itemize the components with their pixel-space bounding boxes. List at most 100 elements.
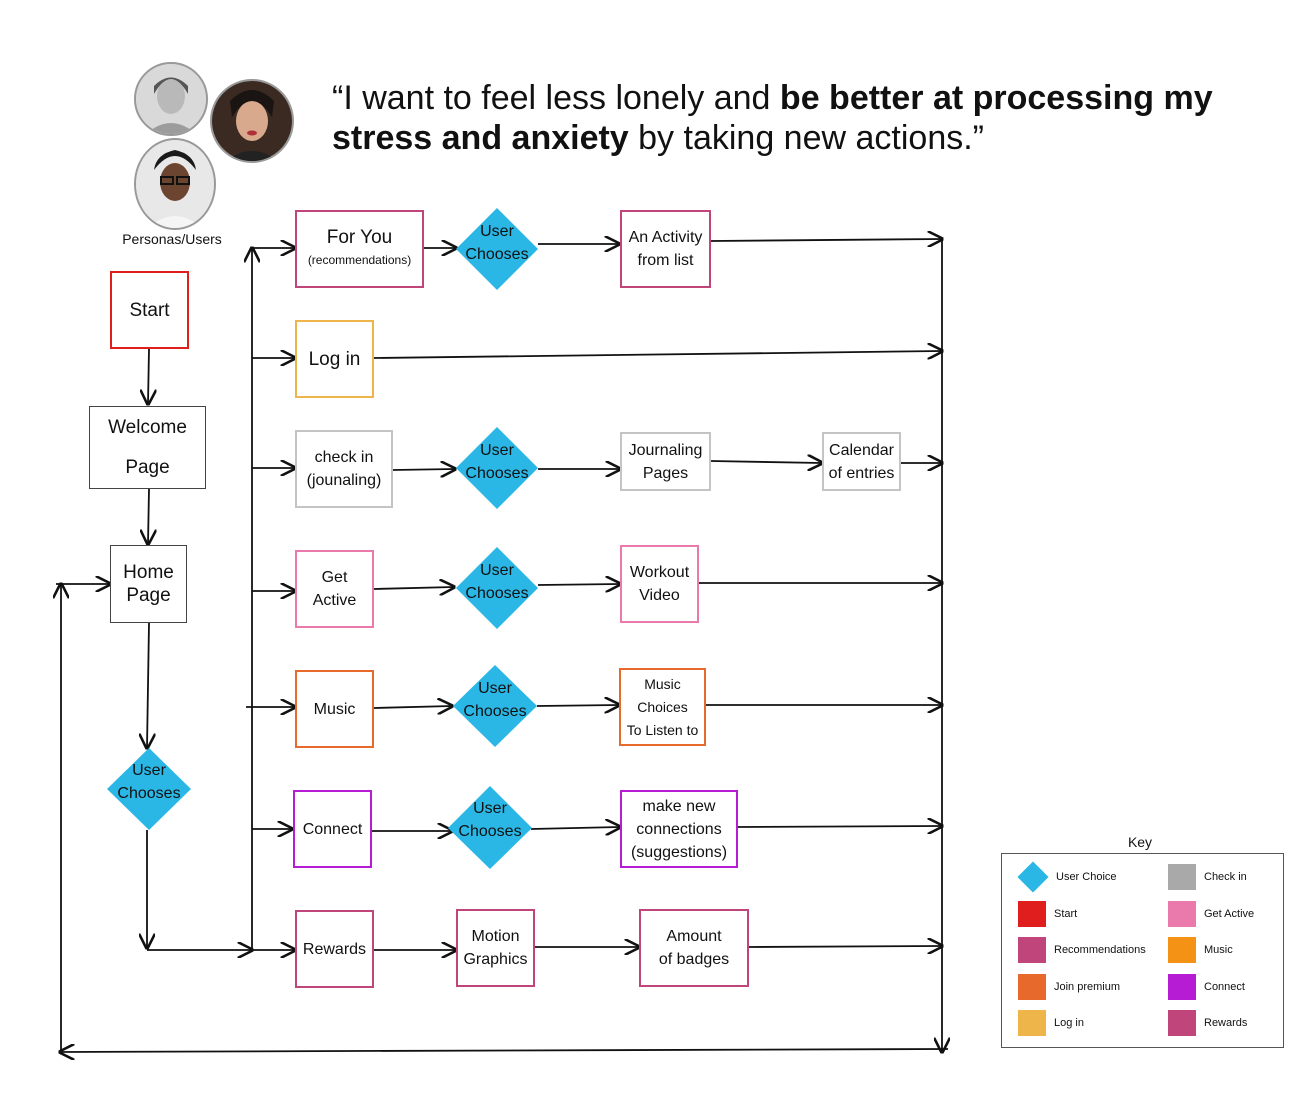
chooses-label: Chooses: [465, 246, 529, 263]
persona-avatar-3: [134, 138, 216, 230]
get-active-user-chooses-label: User Chooses: [447, 559, 547, 605]
decision-diamond-get-active: [456, 547, 538, 629]
legend-item-music: Music: [1168, 937, 1233, 963]
for-you-user-chooses-label: User Chooses: [447, 220, 547, 266]
badges-label-1: Amount: [666, 928, 722, 945]
chooses-label: Chooses: [458, 823, 522, 840]
legend-swatch: [1168, 900, 1196, 927]
journaling-label-1: Journaling: [628, 441, 703, 459]
user-label: User: [473, 800, 507, 817]
home-label-2: Page: [126, 585, 171, 606]
decision-diamond-connect: [448, 786, 532, 869]
legend-swatch: [1168, 973, 1196, 1000]
quote-open: “I want to feel less lonely and: [332, 79, 780, 117]
checkin-label-2: (jounaling): [306, 472, 382, 489]
quote-text: “I want to feel less lonely and be bette…: [332, 78, 1232, 158]
home-page-node: Home Page: [110, 545, 187, 623]
welcome-label-1: Welcome: [108, 416, 187, 438]
legend-label: Log in: [1054, 1017, 1084, 1029]
journaling-node: Journaling Pages: [620, 432, 711, 491]
legend-item-recommendations: Recommendations: [1018, 937, 1146, 963]
decision-diamond-checkin: [456, 427, 538, 509]
workout-node: Workout Video: [620, 545, 699, 623]
workout-label-1: Workout: [629, 564, 690, 581]
get-active-label-1: Get: [321, 569, 348, 586]
journaling-label-2: Pages: [642, 464, 689, 482]
user-label: User: [478, 680, 512, 697]
music-user-chooses-label: User Chooses: [445, 677, 545, 723]
legend-item-get-active: Get Active: [1168, 900, 1254, 927]
decision-diamond-home: [107, 748, 191, 830]
calendar-label-1: Calendar: [829, 441, 894, 459]
legend-swatch: [1168, 937, 1196, 963]
legend-item-log-in: Log in: [1018, 1010, 1084, 1036]
legend-swatch: [1018, 973, 1046, 1000]
for-you-label: For You: [326, 227, 393, 248]
quote-close: by taking new actions.”: [628, 119, 984, 157]
legend-label: Rewards: [1204, 1017, 1248, 1029]
music-label: Music: [313, 700, 356, 718]
start-label: Start: [129, 299, 170, 321]
user-label: User: [480, 562, 514, 579]
for-you-sub-label: (recommendations): [307, 253, 412, 267]
get-active-label-2: Active: [312, 592, 357, 609]
legend-swatch: [1018, 900, 1046, 927]
legend-label: Recommendations: [1054, 944, 1146, 956]
quote-bold: be better at processing my stress and an…: [332, 79, 1213, 157]
legend-item-join-premium: Join premium: [1018, 973, 1121, 1000]
legend-swatch: [1168, 1010, 1196, 1036]
legend-item-connect: Connect: [1168, 973, 1245, 1000]
legend-swatch: [1017, 861, 1049, 893]
start-node: Start: [110, 271, 189, 349]
connections-node: make new connections (suggestions): [620, 790, 738, 868]
user-label: User: [480, 442, 514, 459]
home-label-1: Home: [123, 562, 174, 583]
badges-node: Amount of badges: [639, 909, 749, 987]
activity-label-1: An Activity: [628, 229, 703, 246]
chooses-label: Chooses: [117, 785, 181, 802]
checkin-label-1: check in: [314, 449, 374, 466]
legend-label: Connect: [1204, 980, 1245, 993]
chooses-label: Chooses: [465, 465, 529, 482]
rewards-label: Rewards: [302, 940, 367, 958]
home-user-chooses-label: User Chooses: [99, 759, 199, 805]
motion-graphics-node: Motion Graphics: [456, 909, 535, 987]
welcome-label-2: Page: [125, 456, 170, 478]
motion-label-2: Graphics: [463, 951, 528, 968]
legend-label: Check in: [1204, 871, 1247, 883]
calendar-node: Calendar of entries: [822, 432, 901, 491]
connect-node: Connect: [293, 790, 372, 868]
legend-item-user-choice: User Choice: [1017, 861, 1117, 893]
chooses-label: Chooses: [463, 703, 527, 720]
music-node: Music: [295, 670, 374, 748]
chooses-label: Chooses: [465, 585, 529, 602]
personas-label: Personas/Users: [122, 231, 222, 247]
activity-label-2: from list: [637, 252, 694, 269]
legend-title: Key: [1127, 834, 1153, 850]
legend-swatch: [1018, 1010, 1046, 1036]
legend-item-rewards: Rewards: [1168, 1010, 1247, 1036]
user-label: User: [132, 762, 166, 779]
checkin-user-chooses-label: User Chooses: [447, 439, 547, 485]
connect-label: Connect: [302, 820, 363, 838]
decision-diamonds: [107, 208, 538, 869]
checkin-node: check in (jounaling): [295, 430, 393, 508]
for-you-node: For You (recommendations): [295, 210, 424, 288]
get-active-node: Get Active: [295, 550, 374, 628]
music-choices-label-1: Music: [644, 675, 681, 692]
legend-label: Join premium: [1054, 980, 1121, 993]
activity-node: An Activity from list: [620, 210, 711, 288]
welcome-page-node: Welcome Page: [89, 406, 206, 489]
decision-diamond-music: [453, 665, 537, 747]
connections-label-1: make new: [642, 797, 716, 815]
connections-label-3: (suggestions): [630, 843, 728, 861]
login-node: Log in: [295, 320, 374, 398]
connect-user-chooses-label: User Chooses: [440, 797, 540, 843]
legend-label: Music: [1204, 944, 1233, 956]
legend-swatch: [1168, 864, 1196, 890]
calendar-label-2: of entries: [828, 464, 895, 482]
legend-swatch: [1018, 937, 1046, 963]
music-choices-label-3: To Listen to: [626, 721, 699, 738]
decision-diamond-for-you: [456, 208, 538, 290]
